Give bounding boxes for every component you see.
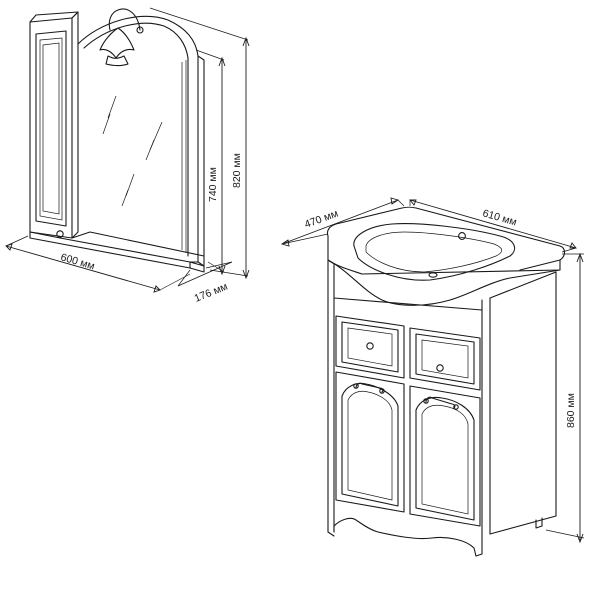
door-handle-icon	[423, 398, 429, 404]
drawer-left	[335, 315, 405, 379]
lamp	[99, 8, 144, 67]
tap-hole-icon	[458, 232, 466, 240]
drain-icon	[428, 272, 438, 278]
vanity-depth-label: 470 мм	[303, 208, 340, 231]
drawer-knob-icon	[436, 364, 444, 372]
mirror-height-label: 740 мм	[207, 167, 219, 202]
vanity-height-dimension: 860 мм	[545, 252, 585, 544]
arched-mirror-panel	[77, 15, 205, 267]
vanity-unit: 470 мм 610 мм 860 мм	[280, 197, 585, 557]
cabinet-body	[327, 259, 557, 557]
mirror-total-height-label: 820 мм	[231, 153, 243, 188]
mirror-width-label: 600 мм	[59, 251, 96, 272]
mirror-height-dimension: 740 мм	[195, 49, 226, 276]
drawer-knob-icon	[366, 342, 374, 350]
drawer-right	[409, 327, 481, 391]
lamp-mount-icon	[136, 26, 144, 34]
bottom-shelf	[29, 231, 205, 273]
mirror-depth-label: 176 мм	[193, 281, 230, 305]
side-column-cabinet	[29, 11, 79, 239]
door-handle-icon	[353, 383, 359, 389]
door-left	[335, 371, 405, 513]
mirror-total-height-dimension: 820 мм	[149, 7, 250, 280]
vanity-width-label: 610 мм	[481, 207, 518, 228]
mirror-width-dimension: 600 мм	[5, 235, 191, 293]
vanity-height-label: 860 мм	[565, 393, 577, 428]
door-handle-icon	[453, 404, 459, 410]
mirror-cabinet: 600 мм 176 мм 740 мм 820 мм	[5, 7, 250, 305]
door-right	[409, 385, 481, 527]
basin-top	[326, 206, 566, 306]
knob-icon	[56, 230, 64, 238]
door-handle-icon	[379, 388, 385, 394]
